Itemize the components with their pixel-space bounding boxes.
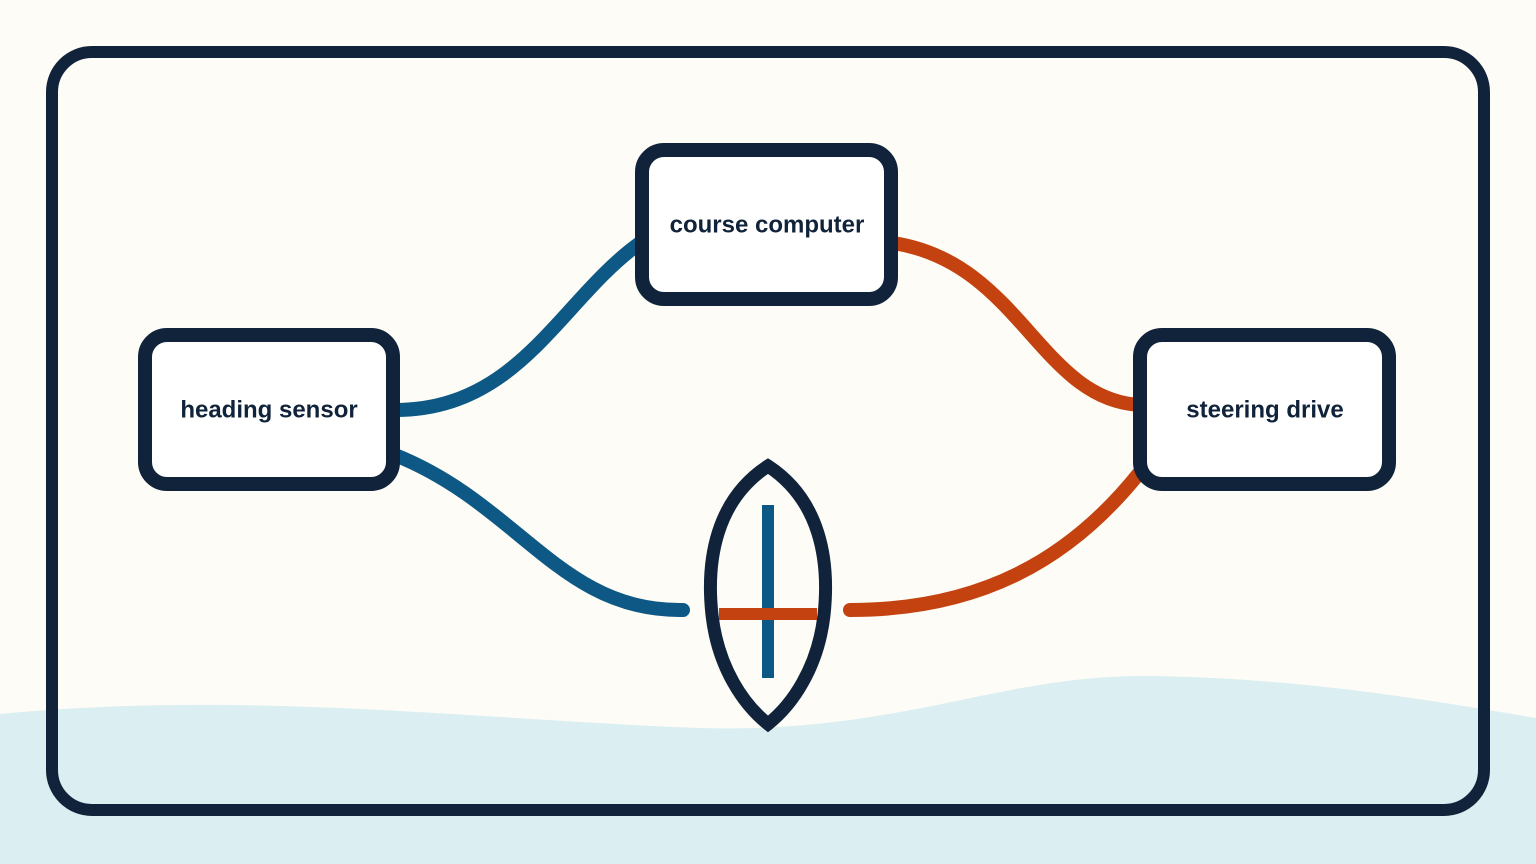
link-boat-to-drive — [843, 465, 1147, 617]
link-sensor-to-computer — [388, 236, 647, 417]
boat-hull-icon — [703, 458, 833, 733]
water-wave — [0, 675, 1536, 864]
outer-frame — [46, 46, 1490, 816]
course-computer-label: course computer — [670, 211, 865, 238]
steering-drive-label: steering drive — [1186, 396, 1343, 423]
node-steering-drive: steering drive — [1133, 328, 1396, 491]
node-course-computer: course computer — [635, 143, 898, 306]
link-computer-to-drive — [886, 236, 1147, 412]
link-sensor-to-boat — [388, 448, 690, 618]
heading-sensor-label: heading sensor — [180, 396, 357, 423]
node-heading-sensor: heading sensor — [138, 328, 400, 491]
